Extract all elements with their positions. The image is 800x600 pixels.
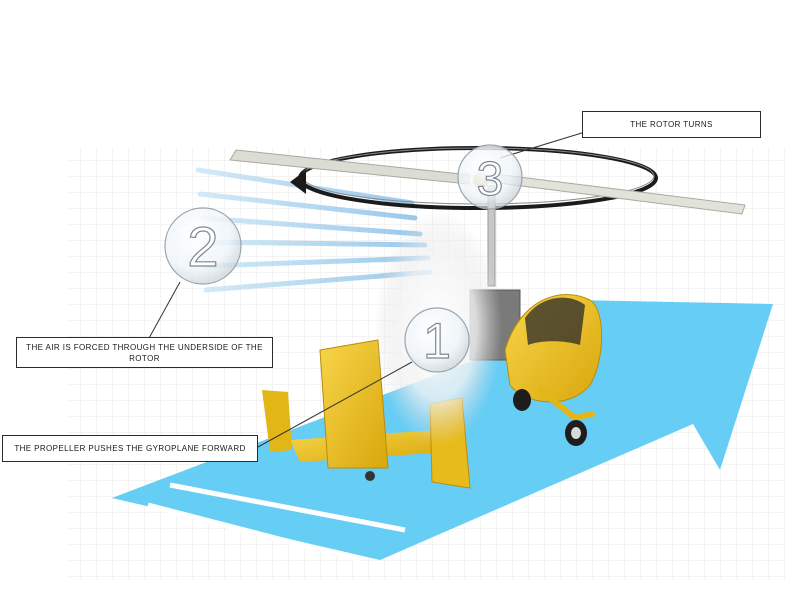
callout-propeller-pushes: THE PROPELLER PUSHES THE GYROPLANE FORWA… <box>2 435 258 462</box>
marker-1-label: 1 <box>423 313 451 369</box>
marker-3: 3 <box>457 144 523 210</box>
marker-2: 2 <box>164 207 242 285</box>
callout-air-text: THE AIR IS FORCED THROUGH THE UNDERSIDE … <box>26 342 263 363</box>
marker-2-label: 2 <box>187 215 218 278</box>
callout-propeller-text: THE PROPELLER PUSHES THE GYROPLANE FORWA… <box>14 444 246 453</box>
marker-3-label: 3 <box>477 153 504 206</box>
callout-air-forced: THE AIR IS FORCED THROUGH THE UNDERSIDE … <box>16 337 273 368</box>
gyroplane-body <box>262 289 603 489</box>
callout-rotor-turns: THE ROTOR TURNS <box>582 111 761 138</box>
callout-rotor-text: THE ROTOR TURNS <box>630 120 713 129</box>
leader-lines <box>147 131 586 448</box>
marker-1: 1 <box>404 307 470 373</box>
